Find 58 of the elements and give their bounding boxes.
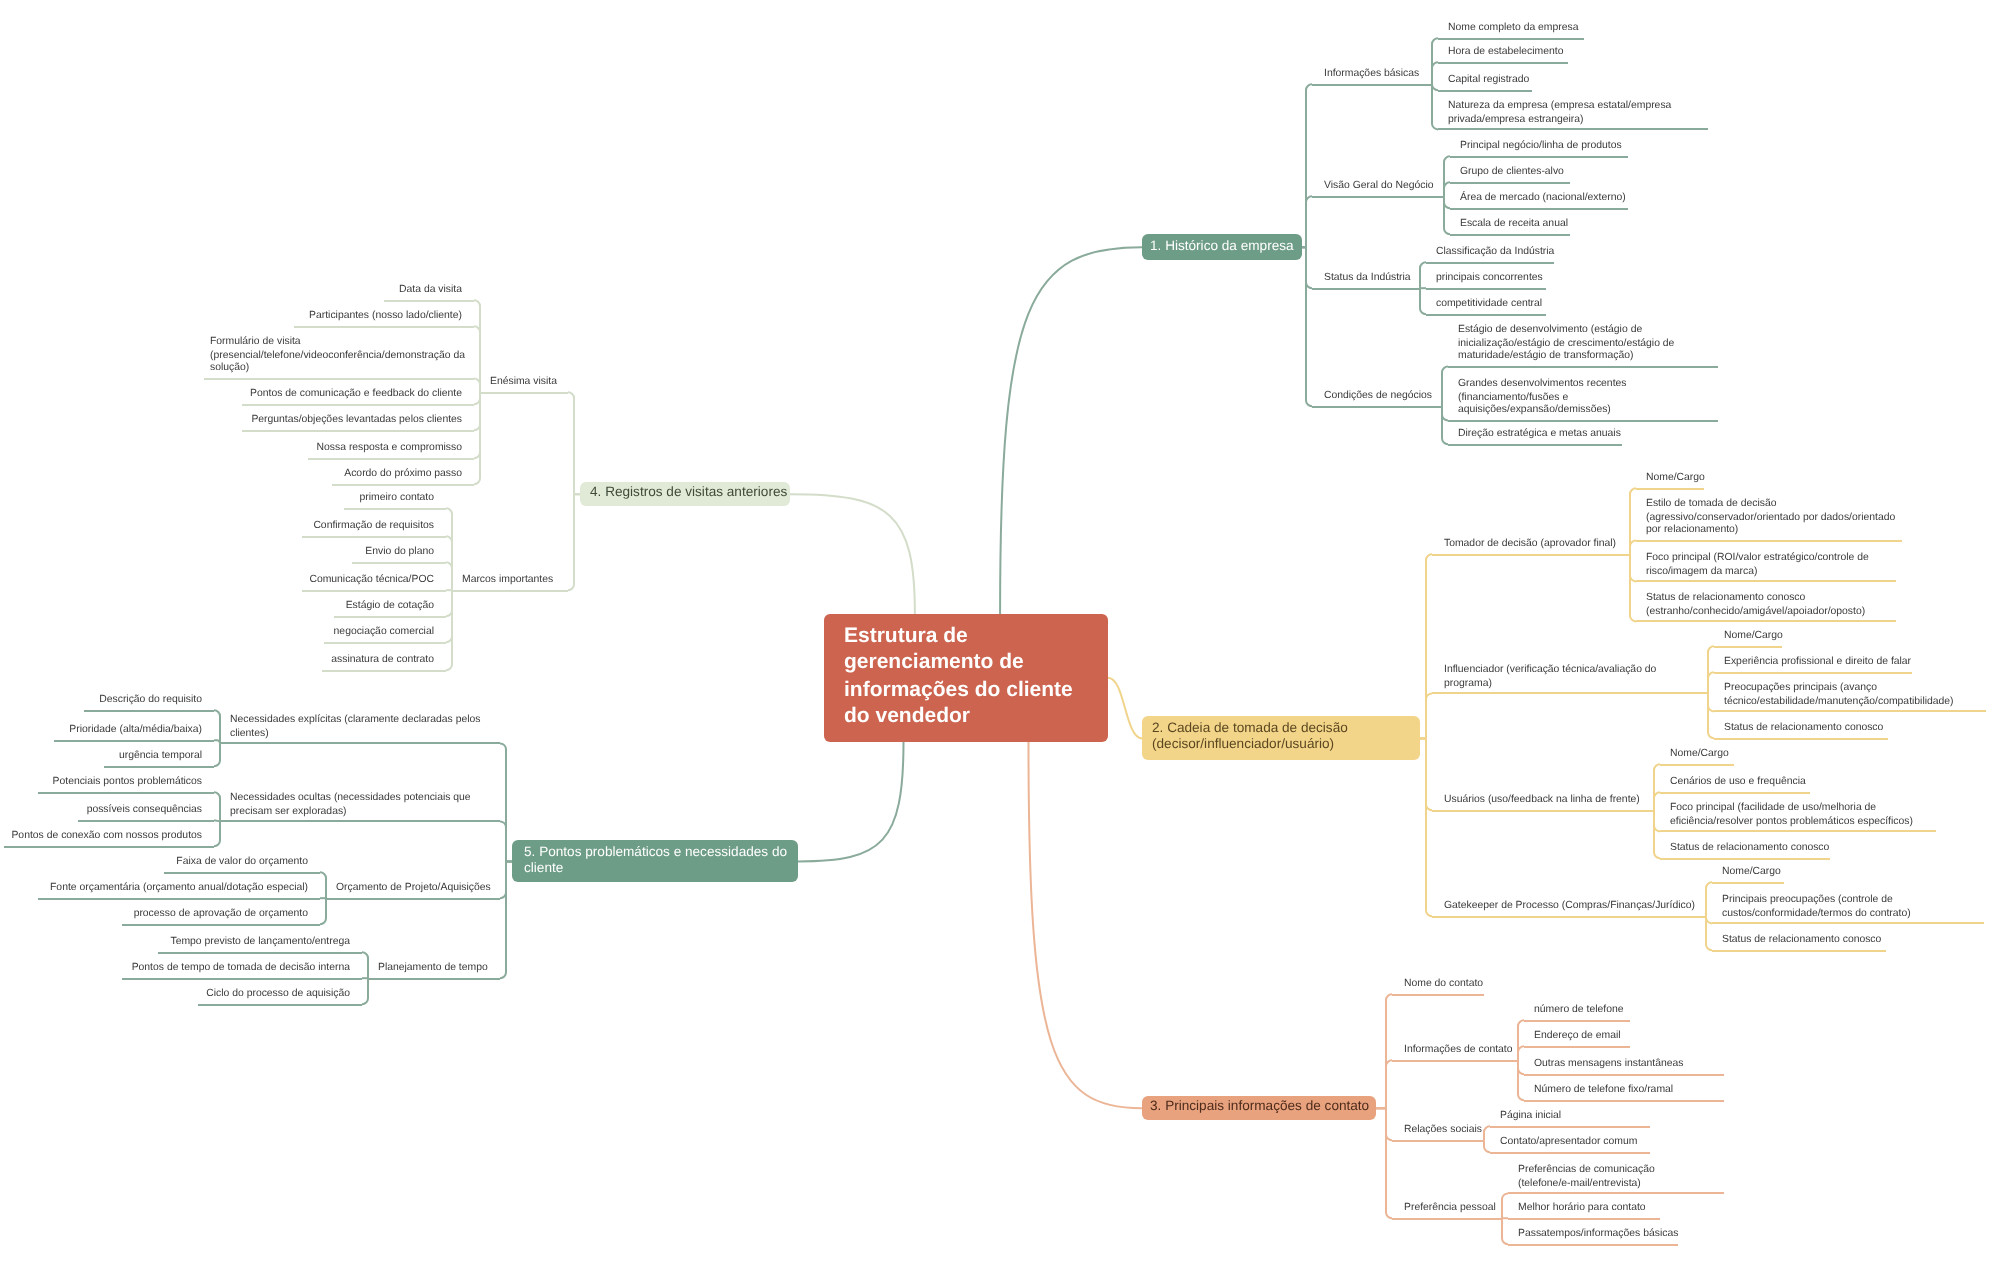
- connector-line: [1705, 915, 1713, 952]
- connector-line: [1441, 405, 1449, 446]
- connector-line: [1629, 539, 1637, 556]
- connector-line: [1419, 287, 1427, 290]
- connector-line: [1629, 553, 1637, 623]
- connector-line: [1443, 181, 1451, 198]
- connector-line: [445, 589, 453, 672]
- connector-line: [1705, 915, 1713, 925]
- connector-line: [567, 391, 581, 496]
- connector-line: [213, 709, 221, 745]
- connector-line: [1501, 1192, 1509, 1220]
- connector-line: [1431, 61, 1439, 86]
- connector-line: [445, 561, 453, 592]
- connector-line: [213, 742, 221, 768]
- connector-line: [1431, 83, 1439, 92]
- connector-line: [567, 493, 581, 592]
- connector-line: [319, 871, 327, 900]
- connector-line: [473, 377, 481, 394]
- connector-line: [1483, 1139, 1491, 1154]
- branch-curve: [1107, 676, 1143, 740]
- branch-curve: [789, 493, 916, 615]
- connector-line: [1441, 365, 1449, 408]
- connector-line: [1301, 195, 1313, 249]
- connector-line: [499, 820, 513, 863]
- connector-line: [1483, 1125, 1491, 1142]
- connector-line: [213, 819, 221, 823]
- branch-curve: [1027, 740, 1143, 1110]
- central-topic: Estrutura de gerenciamento de informações do cliente do vendedor: [824, 614, 1108, 742]
- connector-line: [473, 391, 481, 486]
- connector-line: [1375, 1107, 1393, 1220]
- connector-line: [1419, 287, 1427, 316]
- connector-line: [1419, 737, 1433, 918]
- branch-curve: [999, 246, 1143, 615]
- branch-curve: [797, 740, 905, 863]
- connector-line: [1501, 1217, 1509, 1246]
- connector-line: [1419, 692, 1433, 740]
- connector-line: [1707, 692, 1715, 740]
- connector-line: [1419, 261, 1427, 290]
- connector-line: [1653, 809, 1661, 860]
- connector-line: [213, 820, 221, 848]
- connector-line: [1517, 1059, 1525, 1102]
- connector-line: [361, 977, 369, 1006]
- connector-line: [1653, 791, 1661, 812]
- connector-line: [1707, 671, 1715, 695]
- connector-line: [1501, 1217, 1509, 1220]
- connector-line: [1443, 195, 1451, 236]
- connector-line: [361, 951, 369, 980]
- connector-line: [1301, 246, 1313, 408]
- connector-line: [213, 739, 221, 745]
- connector-line: [499, 860, 513, 980]
- connector-line: [445, 589, 453, 592]
- connector-line: [319, 897, 327, 900]
- connector-line: [213, 791, 221, 823]
- connector-line: [1705, 881, 1713, 918]
- connector-line: [319, 897, 327, 926]
- connector-line: [1431, 83, 1439, 131]
- connector-line: [1517, 1045, 1525, 1062]
- connector-line: [361, 977, 369, 980]
